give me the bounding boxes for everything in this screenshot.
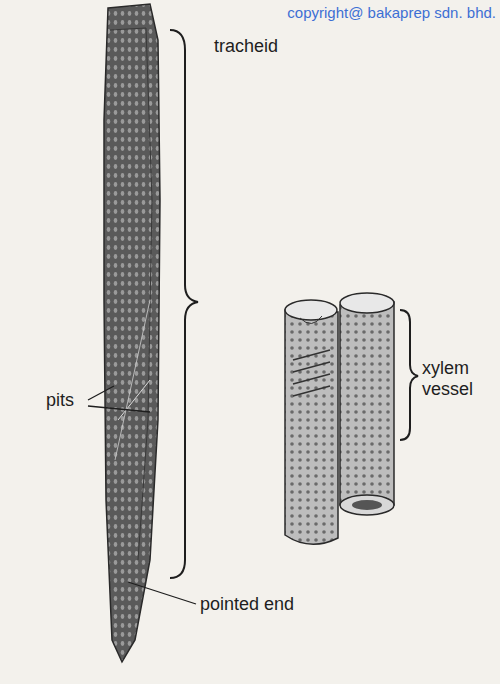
tracheid-drawing	[104, 4, 160, 662]
watermark: copyright@ bakaprep sdn. bhd.	[287, 4, 496, 21]
leader-line	[88, 386, 150, 412]
leader-line	[128, 582, 196, 604]
bracket	[400, 310, 418, 440]
part-label: pits	[46, 390, 74, 411]
part-label: xylem vessel	[422, 358, 492, 399]
part-label: pointed end	[200, 594, 294, 615]
bracket	[170, 30, 198, 578]
part-label: tracheid	[214, 36, 278, 57]
xylem-vessel-drawing	[285, 293, 394, 544]
